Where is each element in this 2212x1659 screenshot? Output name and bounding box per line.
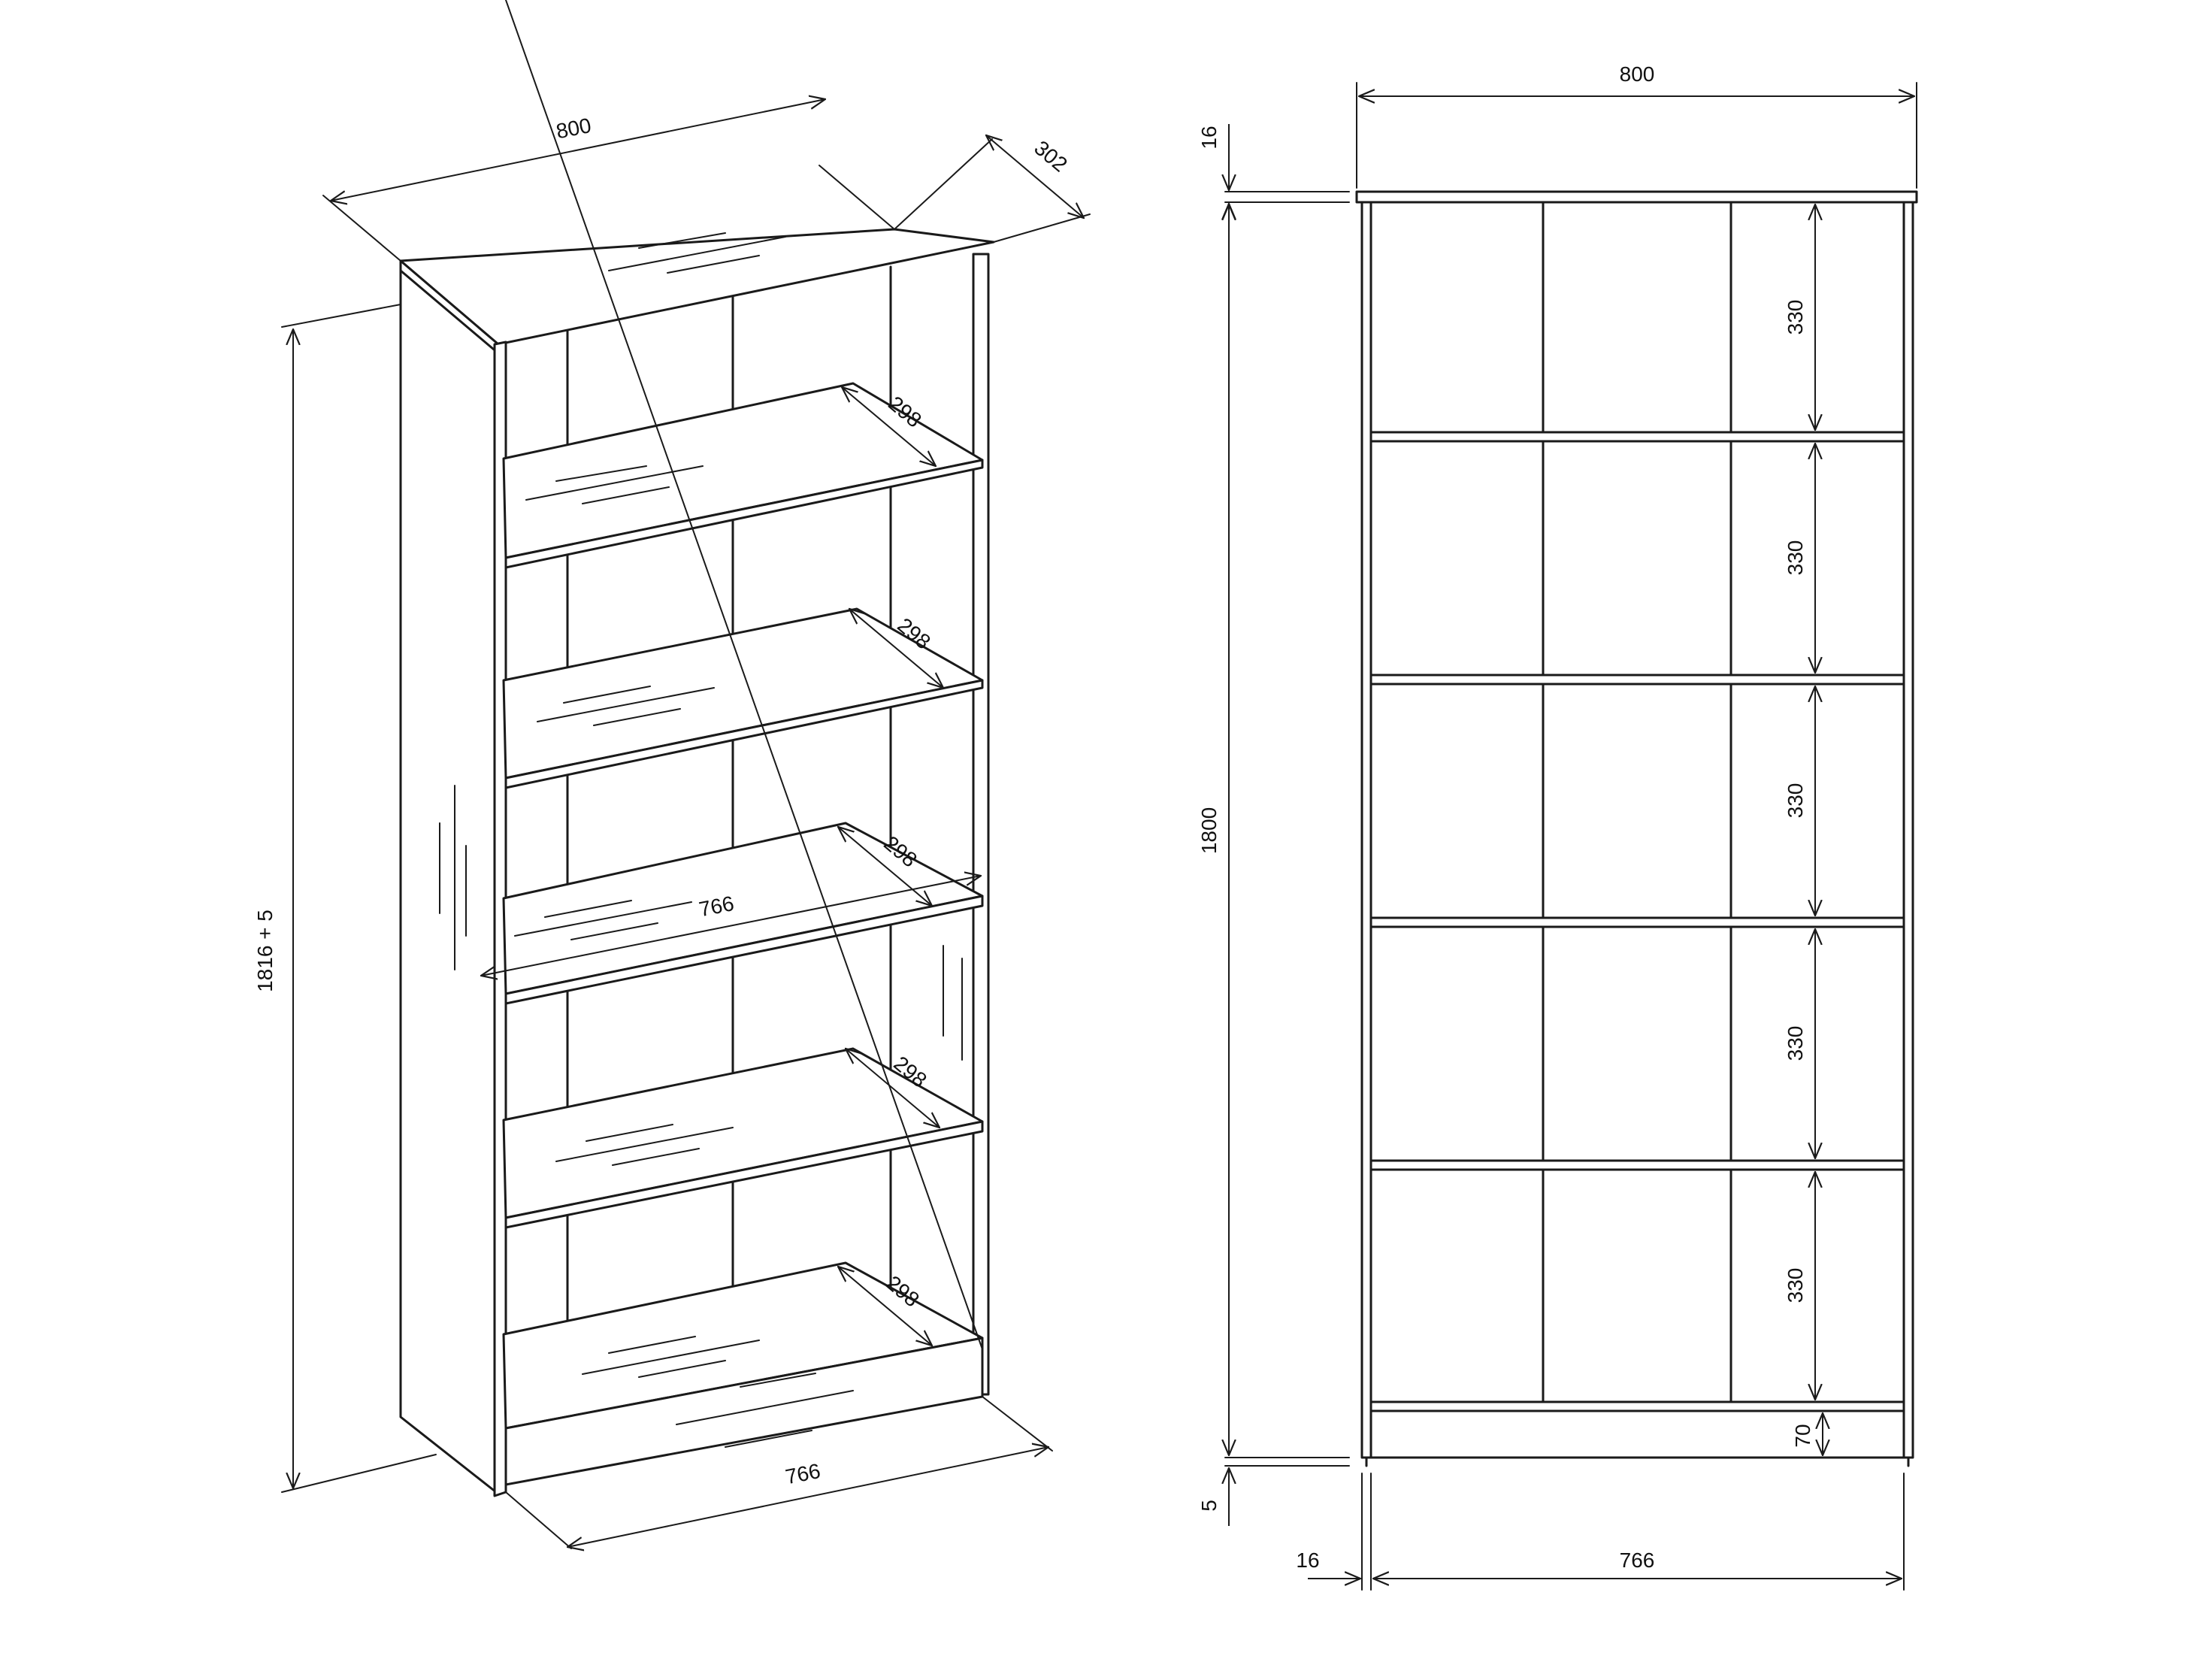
front-height-label: 1800 bbox=[1197, 807, 1221, 854]
iso-top-grain bbox=[608, 232, 786, 274]
front-left-side bbox=[1360, 201, 1372, 1459]
iso-height-label: 1816 + 5 bbox=[253, 910, 277, 992]
front-dim-height: 1800 bbox=[1197, 204, 1350, 1458]
iso-top-panel bbox=[399, 228, 995, 346]
front-plinth bbox=[1369, 1409, 1905, 1459]
front-compartment-2: 330 bbox=[1784, 540, 1807, 576]
front-top-board bbox=[1355, 190, 1918, 204]
front-view: 800 16 1800 5 330 330 3 bbox=[1197, 62, 1918, 1591]
iso-base-width-label: 766 bbox=[783, 1459, 822, 1488]
front-inner-width-label: 766 bbox=[1620, 1549, 1655, 1572]
front-dim-top-thickness: 16 bbox=[1197, 124, 1350, 271]
front-dim-bottom: 16 766 bbox=[1296, 1473, 1905, 1591]
front-compartment-5: 330 bbox=[1784, 1268, 1807, 1303]
front-compartment-4: 330 bbox=[1784, 1026, 1807, 1061]
front-compartment-1: 330 bbox=[1784, 300, 1807, 335]
iso-width-top-label: 800 bbox=[554, 114, 593, 143]
front-feet bbox=[1365, 1456, 1910, 1467]
front-foot-gap-label: 5 bbox=[1197, 1500, 1221, 1512]
iso-right-panel bbox=[972, 253, 990, 1396]
isometric-view: 800 302 1816 + 5 298 298 298 298 bbox=[253, 0, 1091, 1549]
iso-dim-depth-top: 302 bbox=[894, 135, 1091, 243]
iso-dim-inner-width: 766 bbox=[481, 876, 981, 976]
front-dim-width-top: 800 bbox=[1356, 62, 1917, 189]
iso-dim-height: 1816 + 5 bbox=[253, 304, 437, 1493]
front-shelves bbox=[1369, 431, 1905, 1412]
front-right-side bbox=[1902, 201, 1914, 1459]
front-dim-compartments: 330 330 330 330 330 bbox=[1784, 204, 1815, 1400]
iso-shelves bbox=[502, 0, 984, 1486]
front-dim-foot-gap: 5 bbox=[1197, 1465, 1350, 1526]
front-dim-plinth: 70 bbox=[1791, 1413, 1823, 1455]
front-top-thickness-label: 16 bbox=[1197, 126, 1221, 149]
front-plinth-label: 70 bbox=[1791, 1424, 1814, 1447]
front-side-thickness-label: 16 bbox=[1296, 1549, 1319, 1572]
front-back-dividers bbox=[1542, 201, 1732, 1403]
front-compartment-3: 330 bbox=[1784, 783, 1807, 819]
iso-side-panel bbox=[399, 262, 498, 1494]
front-width-top-label: 800 bbox=[1620, 62, 1655, 86]
iso-depth-top-label: 302 bbox=[1030, 136, 1072, 177]
